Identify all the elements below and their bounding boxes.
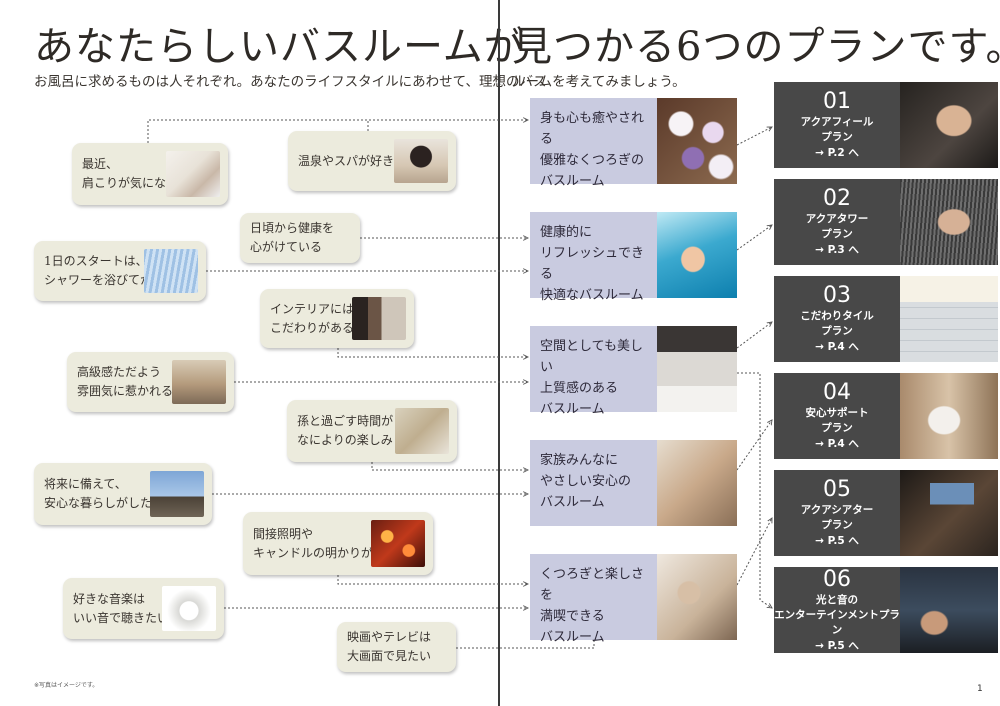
page-number: 1 bbox=[977, 684, 983, 694]
need-card: 温泉やスパが好き bbox=[288, 131, 456, 191]
flower-bath-photo bbox=[657, 98, 737, 184]
benefit-block: 空間としても美しい 上質感のある バスルーム bbox=[530, 326, 737, 417]
plan-page-link[interactable]: → P.3 へ bbox=[815, 244, 859, 256]
benefit-text: 家族みんなに やさしい安心の バスルーム bbox=[530, 440, 657, 526]
luxury-room-photo bbox=[172, 360, 226, 404]
aqua-tower-photo bbox=[900, 179, 998, 265]
shower-photo bbox=[144, 249, 198, 293]
need-card: 最近、 肩こりが気になる bbox=[72, 143, 228, 205]
need-card-text: 映画やテレビは 大画面で見たい bbox=[347, 630, 432, 663]
page-title-right: 見つかる6つのプランです。 bbox=[512, 24, 1000, 70]
need-card-text: 1日のスタートは、 シャワーを浴びてから bbox=[44, 254, 165, 287]
benefit-text: くつろぎと楽しさを 満喫できる バスルーム bbox=[530, 554, 657, 645]
need-card-text: 日頃から健康を 心がけている bbox=[250, 221, 335, 254]
interior-photo bbox=[352, 297, 406, 340]
need-card: 間接照明や キャンドルの明かりが好き bbox=[243, 512, 433, 575]
need-card-text: インテリアには こだわりがある bbox=[270, 301, 355, 335]
plan-name: アクアフィール プラン bbox=[800, 116, 874, 143]
plan-card-03[interactable]: 03 こだわりタイル プラン → P.4 へ bbox=[774, 276, 998, 362]
need-card: 孫と過ごす時間が なによりの楽しみ bbox=[287, 400, 457, 462]
hot-spring-photo bbox=[394, 139, 448, 183]
need-card-text: 将来に備えて、 安心な暮らしがしたい bbox=[44, 477, 165, 510]
plan-card-06[interactable]: 06 光と音の エンターテインメントプラン → P.5 へ bbox=[774, 567, 998, 653]
photo-disclaimer: ※写真はイメージです。 bbox=[34, 682, 99, 689]
aqua-theater-photo bbox=[900, 470, 998, 556]
page-spine-divider bbox=[498, 0, 500, 706]
plan-name: 安心サポート プラン bbox=[805, 407, 869, 434]
benefit-block: 健康的に リフレッシュできる 快適なバスルーム bbox=[530, 212, 737, 303]
plan-card-02[interactable]: 02 アクアタワー プラン → P.3 へ bbox=[774, 179, 998, 265]
need-card: 高級感ただよう 雰囲気に惹かれる bbox=[67, 352, 234, 412]
need-card-text: 好きな音楽は いい音で聴きたい bbox=[73, 591, 170, 625]
plan-name: アクアタワー プラン bbox=[805, 213, 869, 240]
safe-support-photo bbox=[900, 373, 998, 459]
need-card: 将来に備えて、 安心な暮らしがしたい bbox=[34, 463, 212, 525]
modern-bathroom-photo bbox=[657, 326, 737, 412]
need-card-text: 最近、 肩こりが気になる bbox=[82, 157, 179, 190]
benefit-block: 身も心も癒やされる 優雅なくつろぎの バスルーム bbox=[530, 98, 737, 189]
benefit-text: 空間としても美しい 上質感のある バスルーム bbox=[530, 326, 657, 417]
need-card-text: 高級感ただよう 雰囲気に惹かれる bbox=[77, 365, 174, 398]
family-bath-photo bbox=[657, 440, 737, 526]
tile-photo bbox=[900, 276, 998, 362]
need-card: インテリアには こだわりがある bbox=[260, 289, 414, 348]
plan-number: 02 bbox=[823, 186, 851, 211]
plan-page-link[interactable]: → P.4 へ bbox=[815, 438, 859, 450]
plan-page-link[interactable]: → P.5 へ bbox=[815, 639, 859, 652]
page-title-left: あなたらしいバスルームが bbox=[34, 24, 525, 70]
need-card-text: 間接照明や キャンドルの明かりが好き bbox=[253, 526, 398, 560]
plan-name: アクアシアター プラン bbox=[800, 504, 874, 531]
music-relax-photo bbox=[657, 554, 737, 640]
headphones-photo bbox=[162, 586, 216, 631]
page-subtitle-right: ルームを考えてみましょう。 bbox=[512, 74, 686, 90]
plan-name: こだわりタイル プラン bbox=[800, 310, 874, 337]
plan-card-05[interactable]: 05 アクアシアター プラン → P.5 へ bbox=[774, 470, 998, 556]
need-card: 映画やテレビは 大画面で見たい bbox=[337, 622, 456, 672]
benefit-text: 健康的に リフレッシュできる 快適なバスルーム bbox=[530, 212, 657, 303]
plan-name: 光と音の エンターテインメントプラン bbox=[774, 593, 900, 636]
need-card: 1日のスタートは、 シャワーを浴びてから bbox=[34, 241, 206, 301]
benefit-text: 身も心も癒やされる 優雅なくつろぎの バスルーム bbox=[530, 98, 657, 189]
plan-number: 01 bbox=[823, 89, 851, 114]
feet-water-photo bbox=[657, 212, 737, 298]
plan-page-link[interactable]: → P.2 へ bbox=[815, 147, 859, 159]
plan-card-04[interactable]: 04 安心サポート プラン → P.4 へ bbox=[774, 373, 998, 459]
candle-light-photo bbox=[371, 520, 425, 567]
benefit-block: くつろぎと楽しさを 満喫できる バスルーム bbox=[530, 554, 737, 645]
plan-number: 05 bbox=[823, 477, 851, 502]
senior-couple-photo bbox=[150, 471, 204, 517]
grandparent-photo bbox=[395, 408, 449, 454]
page-subtitle-left: お風呂に求めるものは人それぞれ。あなたのライフスタイルにあわせて、理想のバス bbox=[34, 74, 547, 90]
light-sound-photo bbox=[900, 567, 998, 653]
need-card: 日頃から健康を 心がけている bbox=[240, 213, 360, 263]
plan-number: 04 bbox=[823, 380, 851, 405]
need-card: 好きな音楽は いい音で聴きたい bbox=[63, 578, 224, 639]
plan-page-link[interactable]: → P.5 へ bbox=[815, 535, 859, 547]
plan-number: 03 bbox=[823, 283, 851, 308]
plan-page-link[interactable]: → P.4 へ bbox=[815, 341, 859, 353]
woman-shoulder-photo bbox=[166, 151, 220, 197]
plan-card-01[interactable]: 01 アクアフィール プラン → P.2 へ bbox=[774, 82, 998, 168]
benefit-block: 家族みんなに やさしい安心の バスルーム bbox=[530, 440, 737, 526]
plan-number: 06 bbox=[823, 566, 851, 592]
need-card-text: 温泉やスパが好き bbox=[298, 153, 395, 168]
aqua-feel-photo bbox=[900, 82, 998, 168]
need-card-text: 孫と過ごす時間が なによりの楽しみ bbox=[297, 414, 394, 447]
